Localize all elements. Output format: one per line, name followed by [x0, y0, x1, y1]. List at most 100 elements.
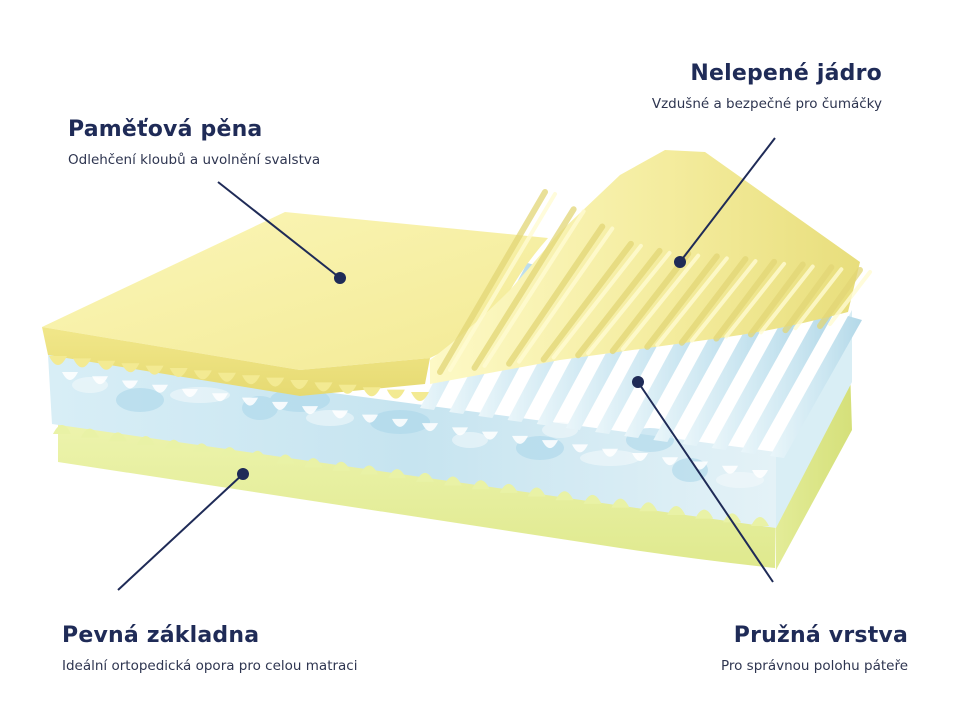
elastic-notch [362, 414, 378, 423]
elastic-ridge [682, 301, 775, 446]
memory-foam-tooth [193, 370, 212, 380]
elastic-notch [542, 440, 558, 449]
elastic-notch [122, 380, 138, 389]
core-ridge-groove [506, 223, 606, 367]
core-ridge-highlight [620, 253, 701, 352]
marble-spot [452, 432, 488, 448]
elastic-ridge [711, 306, 804, 450]
core-ridge-highlight [517, 226, 615, 364]
pointer-dot-base [237, 468, 249, 480]
core-ridge-highlight [551, 243, 643, 360]
base-tooth [220, 447, 239, 457]
base-tooth [527, 487, 546, 497]
pointer-line-elastic [637, 381, 774, 583]
label-core: Nelepené jádro Vzdušné a bezpečné pro ču… [652, 60, 882, 114]
base-tooth [499, 483, 518, 493]
core-ridge-highlight [689, 259, 758, 343]
base-tooth [360, 465, 379, 475]
base-tooth [276, 454, 295, 464]
core-ridge-highlight [724, 261, 787, 339]
memory-foam-tooth [121, 363, 140, 373]
elastic-title: Pružná vrstva [733, 623, 908, 648]
pointer-lines [117, 137, 776, 591]
base-tooth [80, 428, 99, 438]
base-tooth [164, 439, 183, 449]
marble-spot [580, 450, 640, 466]
base-tooth [471, 480, 490, 490]
label-elastic: Pružná vrstva Pro správnou polohu páteře [721, 622, 908, 676]
memory-foam-tooth [49, 356, 67, 365]
pointer-line-base [117, 473, 244, 591]
memory-foam-subtitle: Odlehčení kloubů a uvolnění svalstva [68, 152, 321, 168]
core-ridge-highlight [586, 250, 672, 356]
elastic-notch [392, 418, 408, 427]
elastic-notch [242, 397, 258, 406]
base-tooth [304, 458, 323, 468]
pointer-dot-memory-foam [334, 272, 346, 284]
core-ridge-groove [782, 264, 835, 334]
memory-foam-top-face [42, 212, 548, 370]
base-tooth [108, 432, 127, 442]
core-ridge-groove [817, 267, 863, 329]
base-front-teeth [53, 425, 769, 526]
base-tooth [583, 494, 602, 504]
base-tooth [667, 505, 686, 515]
memory-foam-tooth [169, 368, 188, 377]
elastic-subtitle: Pro správnou polohu páteře [720, 658, 908, 674]
elastic-notch [602, 448, 618, 457]
core-ridge-groove [713, 258, 778, 342]
memory-foam-tooth [314, 382, 333, 392]
base-tooth [332, 461, 351, 471]
elastic-notch [632, 452, 648, 461]
memory-foam-tooth [411, 392, 429, 401]
base-tooth [443, 476, 462, 486]
elastic-notch [92, 376, 108, 385]
core-ridge-groove [437, 189, 548, 375]
core-ridge-groove [575, 247, 663, 359]
memory-foam-title: Paměťová pěna [68, 117, 263, 142]
core-ridge-groove [471, 206, 577, 371]
elastic-notch [212, 393, 228, 402]
elastic-notch [272, 401, 288, 410]
base-tooth [415, 472, 434, 482]
label-memory-foam: Paměťová pěna Odlehčení kloubů a uvolněn… [68, 116, 320, 170]
elastic-notch [182, 389, 198, 398]
label-base: Pevná základna Ideální ortopedická opora… [62, 622, 357, 676]
memory-foam-tooth [338, 384, 357, 394]
memory-foam-tooth [362, 387, 381, 397]
core-ridge-groove [540, 240, 634, 363]
core-ridge-highlight [448, 192, 557, 372]
core-ridge-highlight [482, 209, 586, 368]
marble-spot [716, 472, 764, 488]
elastic-notch [512, 435, 528, 444]
base-tooth [751, 517, 769, 526]
base-tooth [695, 509, 714, 519]
elastic-notch [332, 410, 348, 419]
base-subtitle: Ideální ortopedická opora pro celou matr… [62, 658, 358, 674]
elastic-ridge [740, 311, 833, 454]
core-ridge-groove [678, 256, 749, 346]
memory-foam-front-teeth [49, 356, 429, 401]
core-ridge-highlight [793, 267, 844, 331]
base-tooth [192, 443, 211, 453]
elastic-ridge [770, 316, 862, 458]
elastic-notch [152, 384, 168, 393]
base-tooth [611, 498, 630, 508]
elastic-front-face [48, 355, 776, 528]
memory-foam-tooth [217, 372, 236, 382]
base-tooth [248, 450, 267, 460]
elastic-front-teeth [62, 372, 768, 478]
base-tooth [53, 425, 71, 434]
marble-spot [116, 388, 164, 412]
base-tooth [388, 469, 407, 479]
elastic-notch [422, 423, 438, 432]
base-title: Pevná základna [62, 623, 260, 648]
pointer-line-memory-foam [217, 181, 341, 279]
core-ridge-groove [609, 250, 692, 355]
core-ridges [430, 150, 872, 384]
memory-foam-front-face [42, 327, 430, 396]
base-tooth [136, 436, 155, 446]
core-ridge-groove [644, 253, 720, 350]
elastic-notch [302, 406, 318, 415]
pointer-line-core [679, 137, 776, 263]
